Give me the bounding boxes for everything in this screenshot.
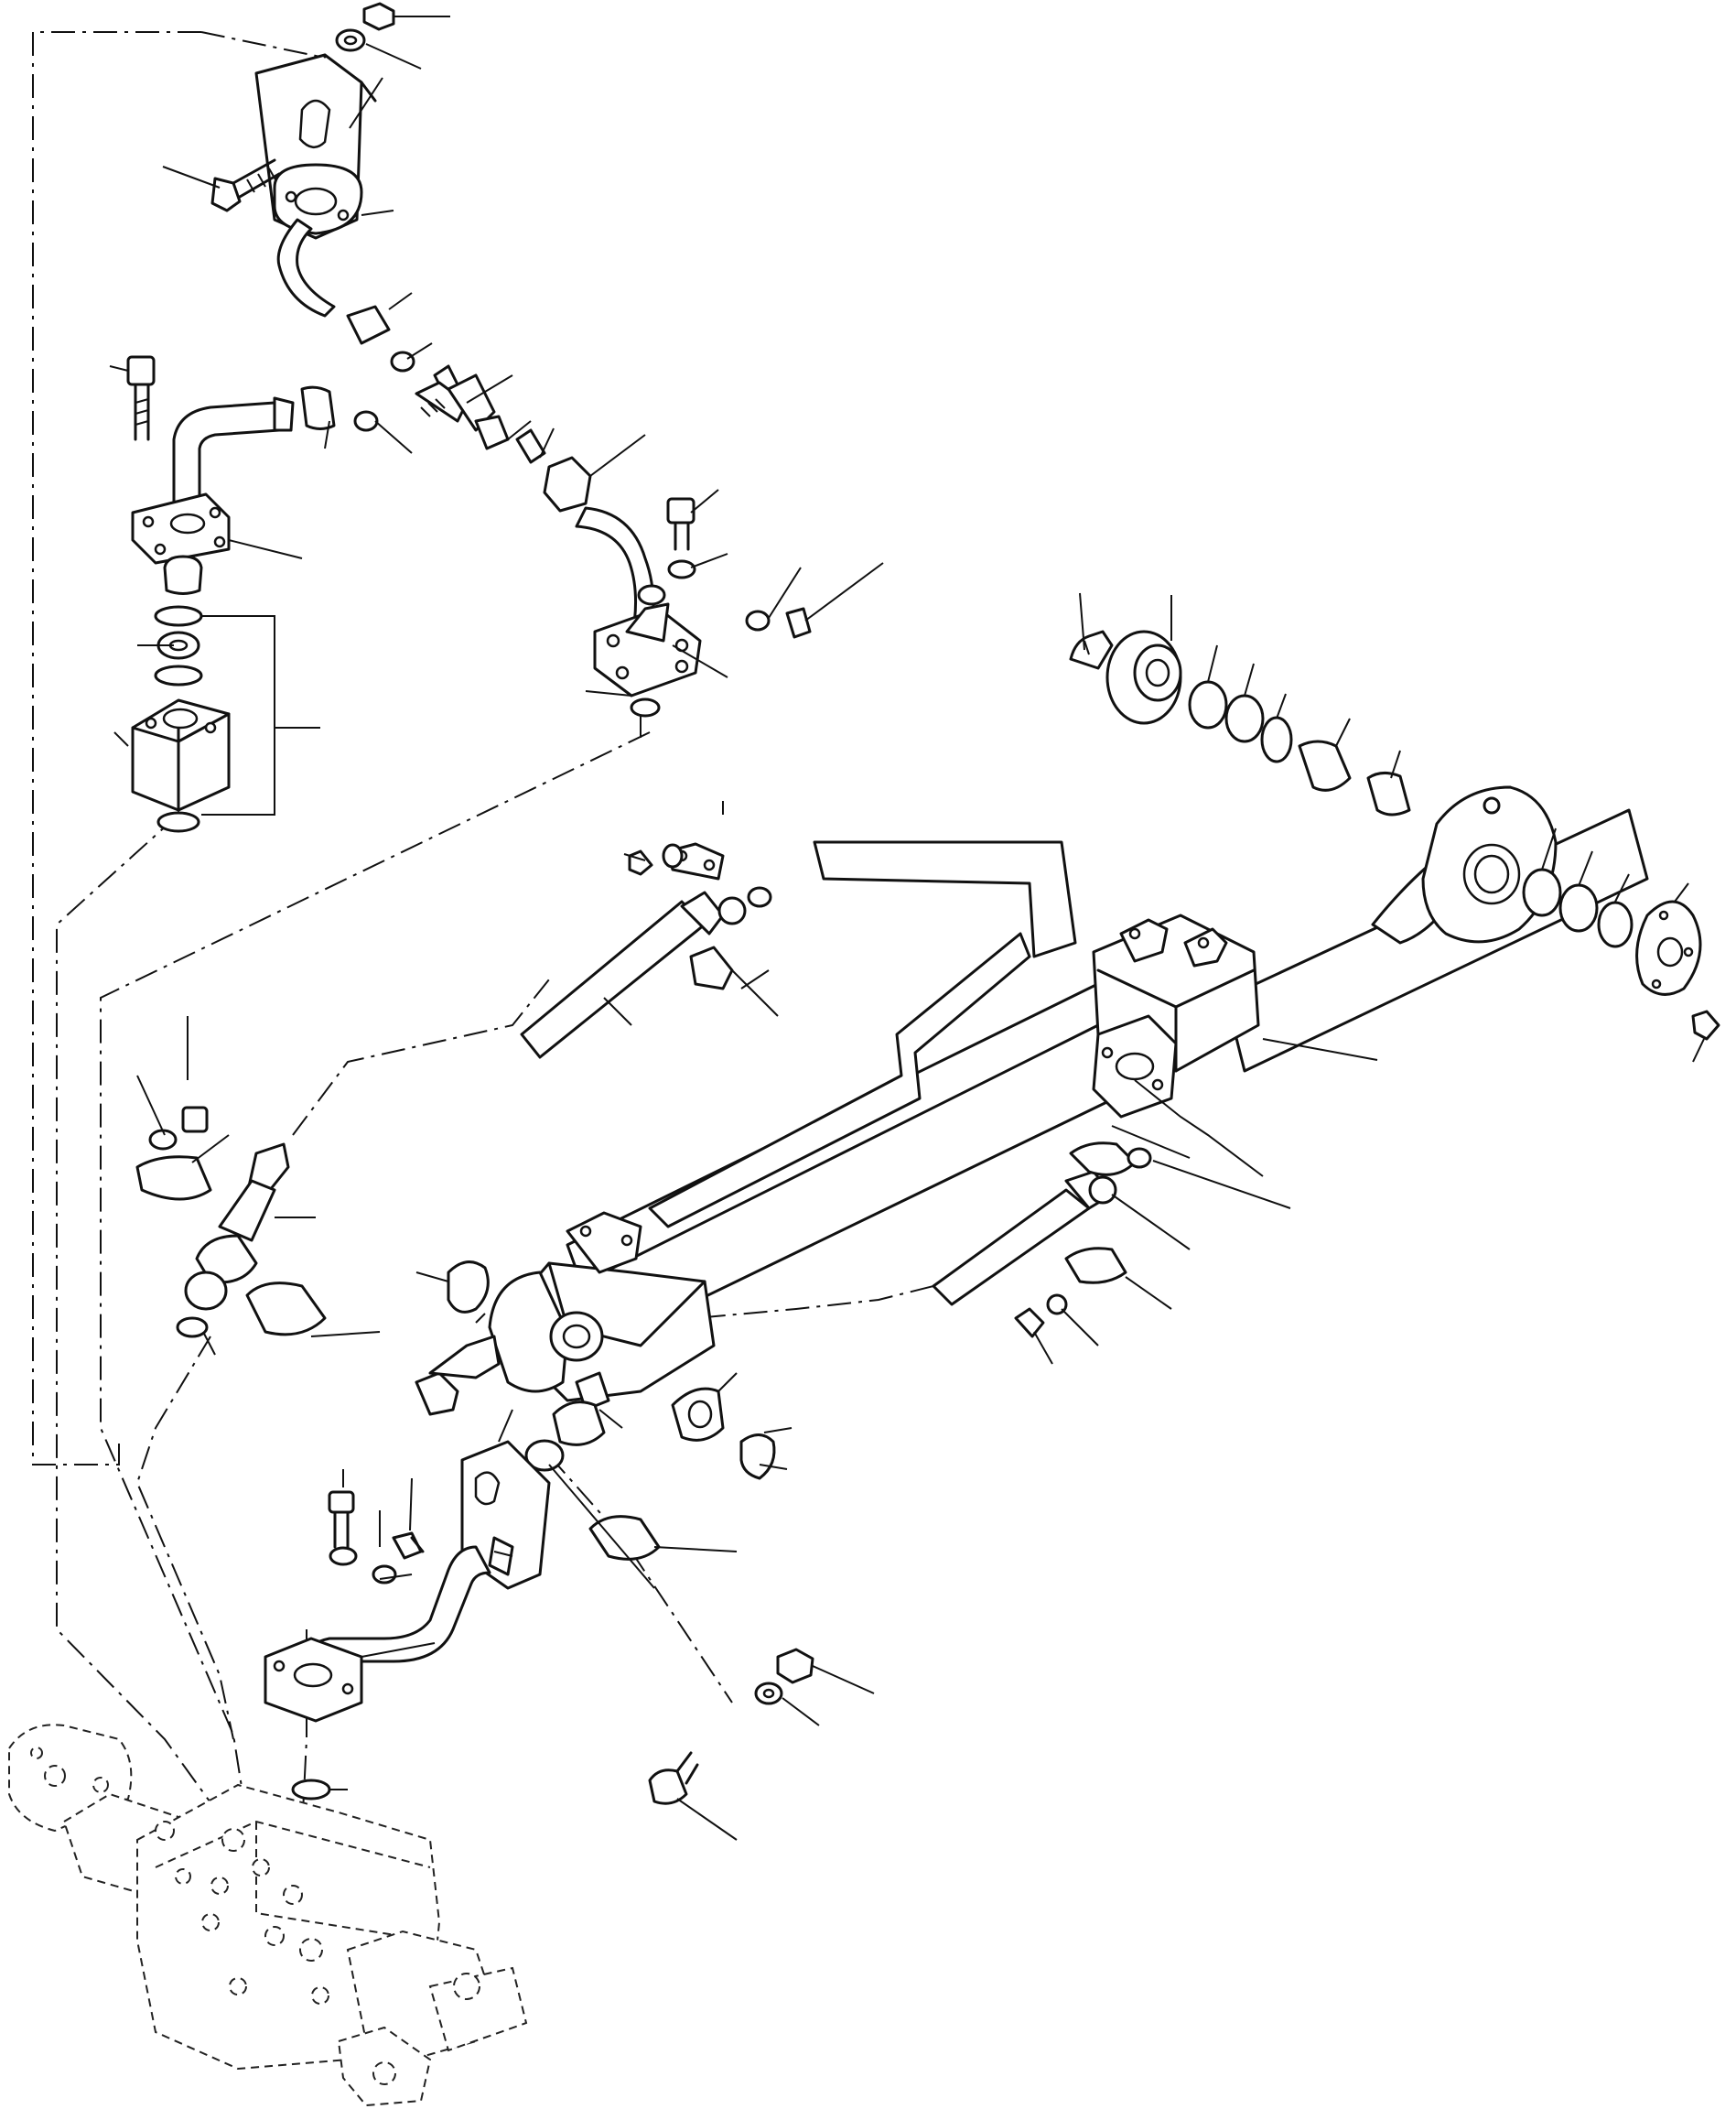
leader-lines: [109, 16, 1705, 1841]
lower-bolts: [328, 1490, 425, 1584]
upper-tube-1: [276, 218, 459, 397]
elbow-flange: [131, 385, 379, 595]
connection-lines: [32, 31, 934, 1832]
socket-bolt-right: [666, 497, 696, 579]
plug-right: [745, 607, 812, 639]
oring-lower-left: [156, 811, 200, 833]
upper-nut: [335, 2, 395, 52]
flange-right: [593, 584, 702, 718]
upper-tube-2: [515, 428, 655, 643]
end-plate: [1522, 868, 1720, 1041]
lower-flange: [264, 1637, 363, 1801]
clamp-upper: [628, 842, 734, 990]
snap-ring: [447, 1260, 776, 1480]
hose-right: [932, 1141, 1152, 1338]
control-valve: [8, 1724, 528, 2107]
hose-left: [520, 886, 772, 1059]
bushing-set: [1069, 630, 1411, 817]
socket-bolt-left: [126, 355, 156, 441]
bolt-nut: [648, 1648, 814, 1805]
rod-eye: [1371, 785, 1558, 945]
lower-bracket: [460, 1440, 551, 1590]
upper-bracket: [254, 53, 377, 240]
adapter-block: [131, 698, 231, 812]
hose-left-lower: [135, 1106, 327, 1338]
tee-fitting: [415, 373, 510, 450]
orings-left: [154, 605, 203, 687]
